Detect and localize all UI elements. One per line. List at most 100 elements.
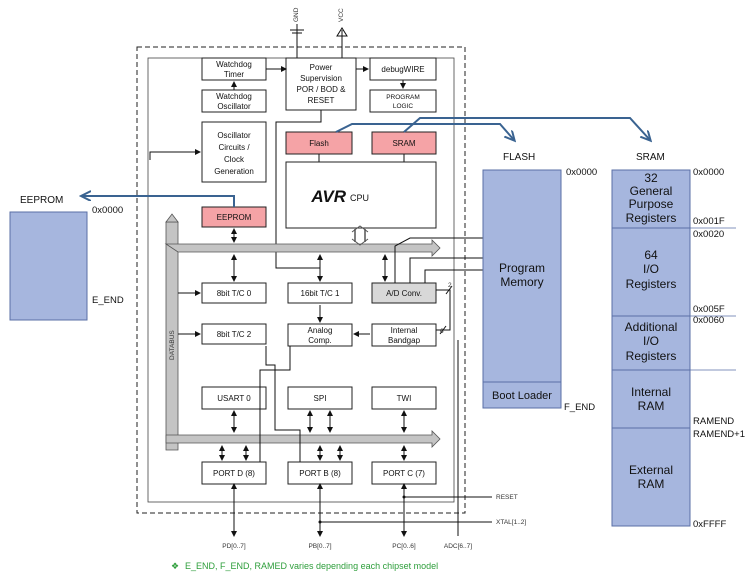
twi-block: TWI — [371, 386, 437, 410]
io-label-2: I/O — [643, 262, 659, 276]
adc-pin-label: ADC[6..7] — [444, 543, 472, 550]
external-ram-label-1: External — [629, 463, 673, 477]
spi-block: SPI — [287, 386, 353, 410]
footnote-text: E_END, F_END, RAMED varies depending eac… — [185, 561, 438, 571]
bandgap-label-2: Bandgap — [388, 336, 421, 345]
sram-gpr-section — [611, 169, 691, 229]
sram-io-section — [611, 227, 691, 317]
add-io-label-2: I/O — [643, 334, 659, 348]
add-io-label-1: Additional — [625, 320, 678, 334]
osc-circuits-label-2: Circuits / — [218, 143, 250, 152]
databus-top — [164, 239, 441, 257]
pb-pin-label: PB[0..7] — [308, 543, 331, 550]
eeprom-link-arrow — [82, 196, 235, 207]
chip-boundary — [136, 46, 466, 514]
pc-pin-label: PC[0..6] — [392, 543, 416, 550]
eeprom-internal-block: EEPROM — [201, 206, 267, 228]
gpr-label-4: Registers — [626, 211, 677, 225]
flash-end-address: F_END — [564, 402, 595, 413]
xtal-pin-label: XTAL[1..2] — [496, 519, 526, 526]
power-sup-label-3: POR / BOD & — [297, 85, 347, 94]
gpr-label-1: 32 — [644, 171, 658, 185]
flash-start-address: 0x0000 — [566, 167, 597, 178]
port-d-block: PORT D (8) — [201, 461, 267, 485]
vcc-terminal: VCC — [336, 8, 348, 58]
program-logic-label-1: PROGRAM — [386, 94, 420, 101]
pd-pin-label: PD[0..7] — [222, 543, 246, 550]
flash-boot-loader — [482, 381, 562, 409]
watchdog-osc-label-2: Oscillator — [217, 102, 251, 111]
oscillator-circuits-block: Oscillator Circuits / Clock Generation — [201, 121, 267, 183]
sram-addr-ramend1: RAMEND+1 — [693, 429, 745, 440]
flash-program-memory — [482, 169, 562, 383]
avr-logo: AVR — [310, 187, 346, 206]
power-sup-label-1: Power — [310, 63, 333, 72]
flash-block-label: Flash — [309, 139, 329, 148]
cpu-block: AVR CPU — [285, 161, 437, 229]
databus-bottom — [165, 430, 441, 448]
sram-block: SRAM — [371, 131, 437, 155]
sram-link-arrow — [403, 117, 650, 140]
io-label-1: 64 — [644, 248, 658, 262]
analog-comp-label-2: Comp. — [308, 336, 332, 345]
port-c-block: PORT C (7) — [371, 461, 437, 485]
eeprom-mem-title: EEPROM — [20, 195, 63, 206]
debugwire-block: debugWIRE — [369, 57, 437, 81]
sram-addr-ramend: RAMEND — [693, 416, 734, 427]
power-supervision-block: Power Supervision POR / BOD & RESET — [285, 57, 357, 111]
sram-addr-005f: 0x005F — [693, 304, 725, 315]
vcc-label: VCC — [338, 8, 345, 22]
sram-addr-0020: 0x0020 — [693, 229, 724, 240]
watchdog-timer-block: Watchdog Timer — [201, 57, 267, 81]
program-logic-label-2: LOGIC — [393, 103, 414, 110]
watchdog-oscillator-block: Watchdog Oscillator — [201, 89, 267, 113]
cpu-label: CPU — [350, 193, 369, 203]
program-logic-block: PROGRAM LOGIC — [369, 89, 437, 113]
watchdog-osc-label-1: Watchdog — [216, 92, 252, 101]
internal-bandgap-block: Internal Bandgap — [371, 323, 437, 347]
flash-block: Flash — [285, 131, 353, 155]
io-label-3: Registers — [626, 277, 677, 291]
internal-ram-label-2: RAM — [638, 399, 665, 413]
watchdog-timer-label-1: Watchdog — [216, 60, 252, 69]
program-memory-label-1: Program — [499, 261, 545, 275]
sram-memory-map: 32 General Purpose Registers 64 I/O Regi… — [611, 169, 691, 527]
bandgap-label-1: Internal — [391, 326, 418, 335]
tc1-label: 16bit T/C 1 — [301, 289, 341, 298]
port-c-label: PORT C (7) — [383, 469, 425, 478]
debugwire-label: debugWIRE — [381, 65, 424, 74]
boot-loader-label: Boot Loader — [492, 390, 552, 402]
adc-bus-width-6: 6 — [440, 328, 444, 335]
osc-circuits-label-4: Generation — [214, 167, 254, 176]
sram-external-ram-section — [611, 427, 691, 527]
port-b-block: PORT B (8) — [287, 461, 353, 485]
sram-addr-0000: 0x0000 — [693, 167, 724, 178]
analog-comp-label-1: Analog — [308, 326, 333, 335]
osc-circuits-label-1: Oscillator — [217, 131, 251, 140]
add-io-label-3: Registers — [626, 349, 677, 363]
eeprom-start-address: 0x0000 — [92, 205, 123, 216]
adc-block: A/D Conv. — [371, 282, 437, 304]
sram-addr-0060: 0x0060 — [693, 315, 724, 326]
gpr-label-2: General — [630, 184, 673, 198]
eeprom-internal-label: EEPROM — [217, 213, 252, 222]
external-ram-label-2: RAM — [638, 477, 665, 491]
sram-addr-001f: 0x001F — [693, 216, 725, 227]
gnd-terminal: GND — [290, 7, 304, 58]
adc-bus-width-2: 2 — [448, 282, 452, 289]
twi-label: TWI — [397, 394, 412, 403]
footnote-bullet: ❖ — [171, 561, 179, 571]
flash-link-arrow — [335, 123, 514, 140]
power-sup-label-4: RESET — [308, 96, 335, 105]
program-memory-label-2: Memory — [500, 275, 543, 289]
tc2-block: 8bit T/C 2 — [201, 323, 267, 345]
spi-label: SPI — [314, 394, 327, 403]
tc0-block: 8bit T/C 0 — [201, 282, 267, 304]
flash-mem-title: FLASH — [503, 152, 535, 163]
sram-block-label: SRAM — [392, 139, 415, 148]
gnd-label: GND — [293, 7, 300, 22]
adc-label: A/D Conv. — [386, 289, 422, 298]
usart0-label: USART 0 — [217, 394, 251, 403]
sram-addr-ffff: 0xFFFF — [693, 519, 726, 530]
